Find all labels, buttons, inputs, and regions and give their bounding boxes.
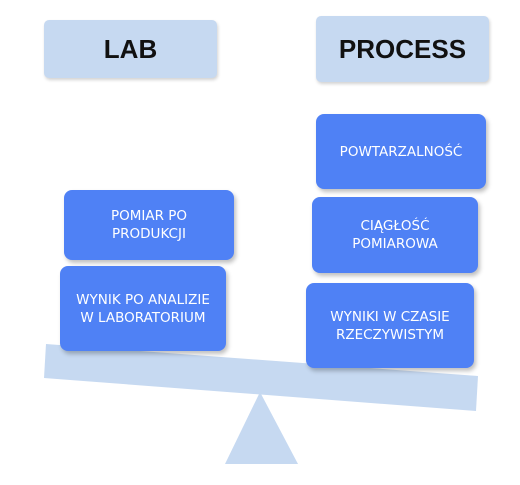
lab-header: LAB [44,20,217,78]
scale-beam [44,344,478,411]
lab-box-measurement-after-production: POMIAR PO PRODUKCJI [64,190,234,260]
process-box-repeatability: POWTARZALNOŚĆ [316,114,486,189]
scale-fulcrum [225,392,298,464]
process-box-measurement-continuity: CIĄGŁOŚĆ POMIAROWA [312,197,478,273]
lab-box-result-after-analysis: WYNIK PO ANALIZIE W LABORATORIUM [60,266,226,351]
process-header: PROCESS [316,16,489,82]
process-box-real-time-results: WYNIKI W CZASIE RZECZYWISTYM [306,283,474,368]
